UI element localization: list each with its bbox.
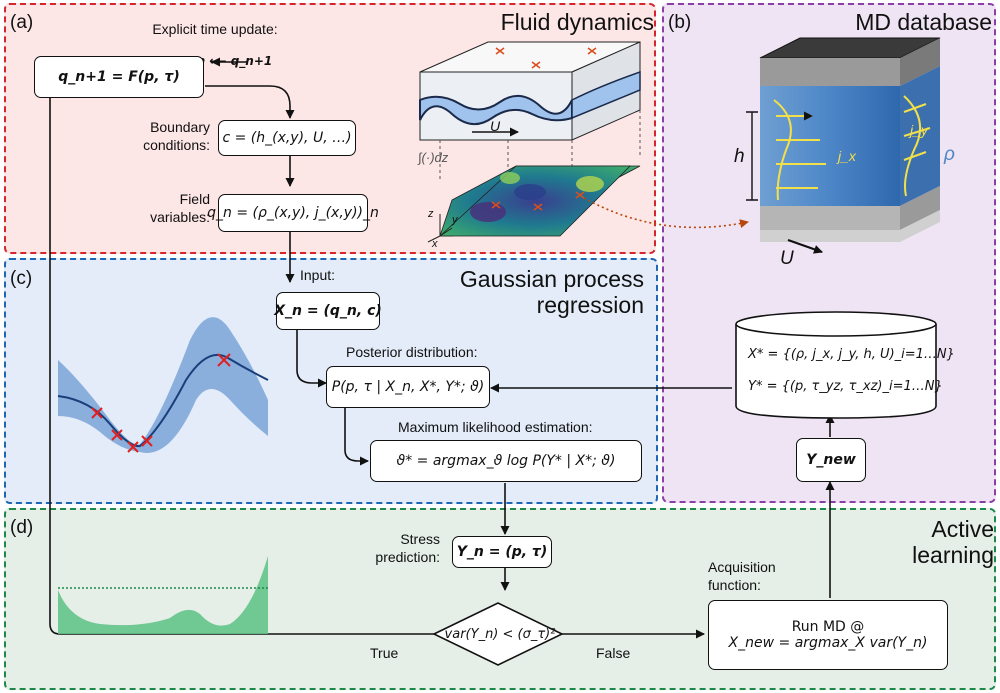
axis-y-label: y [452, 214, 458, 226]
panel-title-b: MD database [855, 9, 992, 35]
database-y-entry: Y* = {(p, τ_yz, τ_xz)_i=1…N} [748, 379, 943, 394]
decision-diamond [432, 602, 564, 666]
run-md-line1: Run MD @ [791, 619, 865, 635]
integral-label: ∫(·)dz [418, 150, 449, 165]
h-label-b: h [734, 146, 745, 167]
input-label: Input: [300, 267, 336, 283]
database-x-entry: X* = {(ρ, j_x, j_y, h, U)_i=1…N} [748, 347, 955, 362]
boundary-conditions-label: Boundary conditions: [143, 119, 210, 153]
jy-label: j_y [910, 122, 928, 138]
stress-prediction-label: Stress prediction: [375, 531, 440, 565]
panel-tag-b: (b) [668, 12, 692, 33]
panel-tag-c: (c) [10, 268, 33, 289]
explicit-update-label: Explicit time update: [152, 21, 278, 37]
database-cylinder [735, 311, 937, 419]
flow-arrows [45, 83, 835, 639]
axis-z-label: z [428, 208, 434, 220]
mle-box: ϑ* = argmax_ϑ log P(Y* | X*; ϑ) [370, 440, 642, 482]
md-cube-illustration [746, 37, 941, 254]
time-update-box: q_n+1 = F(p, τ) [34, 56, 204, 98]
true-label: True [370, 645, 399, 661]
jx-label: j_x [838, 148, 856, 164]
run-md-box: Run MD @ X_new = argmax_X var(Y_n) [708, 600, 948, 670]
panel-tag-a: (a) [10, 12, 34, 33]
fluid-domain-illustration [419, 41, 749, 243]
y-new-box: Y_new [796, 438, 866, 482]
field-variables-label: Field variables: [150, 191, 210, 225]
run-md-line2: X_new = argmax_X var(Y_n) [728, 635, 928, 651]
posterior-box: P(p, τ | X_n, X*, Y*; ϑ) [326, 366, 490, 408]
field-variables-box: q_n = (ρ_(x,y), j_(x,y))_n [207, 194, 379, 232]
decision-condition-text: var(Y_n) < (σ_τ)² [444, 626, 556, 642]
gp-regression-plot [57, 317, 269, 453]
acquisition-label: Acquisition function: [708, 559, 776, 593]
panel-title-d: Active learning [912, 516, 994, 568]
rho-label: ρ [944, 144, 955, 165]
false-label: False [596, 645, 631, 661]
panel-title-a: Fluid dynamics [500, 9, 654, 35]
u-label-a: U [490, 118, 501, 134]
mle-label: Maximum likelihood estimation: [398, 419, 593, 435]
posterior-label: Posterior distribution: [346, 344, 478, 360]
input-box: X_n = (q_n, c) [274, 292, 382, 330]
u-label-b: U [780, 248, 794, 269]
panel-tag-d: (d) [10, 517, 34, 538]
active-learning-plot [58, 556, 268, 634]
boundary-conditions-box: c = (h_(x,y), U, …) [218, 120, 356, 156]
panel-title-c: Gaussian process regression [459, 266, 644, 318]
axis-x-label: x [432, 238, 438, 250]
stress-prediction-box: Y_n = (p, τ) [452, 536, 552, 568]
